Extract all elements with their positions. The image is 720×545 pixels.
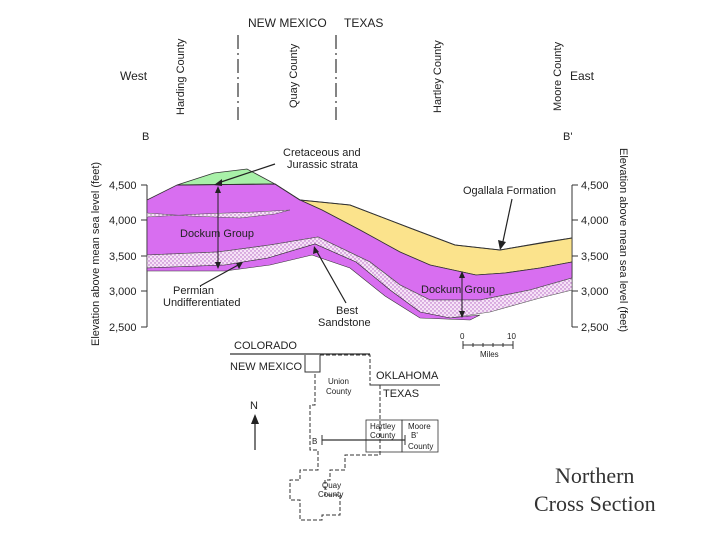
right-tick-2500: 2,500 [581, 322, 609, 334]
map-label-colorado: COLORADO [234, 340, 297, 352]
annotation-best-sandstone-arrowhead [313, 246, 319, 254]
map-label-hartley-2: County [370, 431, 395, 440]
direction-west: West [120, 69, 148, 83]
scale-bar [462, 341, 514, 349]
left-axis-label: Elevation above mean sea level (feet) [90, 162, 102, 346]
left-tick-3500: 3,500 [109, 251, 137, 263]
dockum-right-arrow-down [459, 311, 465, 318]
direction-east: East [570, 69, 595, 83]
layer-dockum-group [146, 183, 573, 301]
annotation-dockum-right: Dockum Group [421, 284, 495, 296]
annotation-best-sandstone-1: Best [336, 305, 358, 317]
county-label-moore: Moore County [552, 41, 564, 111]
scale-unit: Miles [480, 350, 499, 359]
map-label-quay-2: County [318, 490, 343, 499]
map-label-oklahoma: OKLAHOMA [376, 370, 439, 382]
dockum-left-arrow-up [215, 186, 221, 193]
right-tick-3500: 3,500 [581, 251, 609, 263]
state-label-new-mexico: NEW MEXICO [248, 16, 327, 30]
map-label-b: B [312, 437, 317, 446]
annotation-best-sandstone-arrow [315, 249, 347, 304]
right-axis-label: Elevation above mean sea level (feet) [617, 148, 629, 332]
annotation-cretaceous-arrow [217, 163, 276, 184]
section-end-label: B' [563, 131, 572, 143]
annotation-permian-2: Undifferentiated [163, 297, 240, 309]
annotation-ogallala: Ogallala Formation [463, 185, 556, 197]
annotation-permian-arrowhead [236, 262, 243, 269]
layer-dockum-lower [146, 243, 481, 321]
map-label-moore-2: County [408, 442, 433, 451]
left-tick-4500: 4,500 [109, 180, 137, 192]
annotation-cretaceous-2: Jurassic strata [287, 159, 359, 171]
county-label-harding: Harding County [175, 38, 187, 115]
caption-line-1: Northern [555, 463, 634, 488]
county-label-hartley: Hartley County [432, 40, 444, 113]
scale-min: 0 [460, 332, 465, 341]
map-label-texas: TEXAS [383, 388, 419, 400]
left-tick-2500: 2,500 [109, 322, 137, 334]
annotation-dockum-left: Dockum Group [180, 228, 254, 240]
scale-max: 10 [507, 332, 516, 341]
right-tick-3000: 3,000 [581, 286, 609, 298]
north-arrow-icon [251, 414, 259, 450]
map-label-moore-1: Moore [408, 422, 431, 431]
map-label-quay-1: Quay [322, 481, 341, 490]
map-label-union-2: County [326, 387, 351, 396]
layer-cretaceous-jurassic [176, 168, 277, 187]
top-surface-line [176, 183, 573, 251]
county-label-quay: Quay County [288, 43, 300, 108]
annotation-permian-arrow [199, 263, 241, 287]
left-axis-ticks [141, 184, 148, 328]
section-start-label: B [142, 131, 149, 143]
annotation-permian-1: Permian [173, 285, 214, 297]
map-label-moore-b: B' [411, 431, 418, 440]
right-axis-ticks [571, 184, 578, 328]
caption-line-2: Cross Section [534, 491, 656, 516]
dockum-right-arrow-up [459, 271, 465, 278]
annotation-cretaceous-arrowhead [214, 179, 222, 186]
map-label-new-mexico: NEW MEXICO [230, 361, 303, 373]
annotation-ogallala-arrow [501, 198, 513, 247]
annotation-cretaceous-1: Cretaceous and [283, 147, 361, 159]
right-tick-4500: 4,500 [581, 180, 609, 192]
annotation-best-sandstone-2: Sandstone [318, 317, 371, 329]
left-tick-3000: 3,000 [109, 286, 137, 298]
map-label-hartley-1: Hartley [370, 422, 395, 431]
locator-map [230, 353, 440, 521]
annotation-ogallala-arrowhead [498, 240, 506, 250]
map-label-union-1: Union [328, 377, 349, 386]
dockum-left-arrow-down [215, 262, 221, 269]
north-label: N [250, 400, 258, 412]
state-label-texas: TEXAS [344, 16, 383, 30]
left-tick-4000: 4,000 [109, 215, 137, 227]
right-tick-4000: 4,000 [581, 215, 609, 227]
